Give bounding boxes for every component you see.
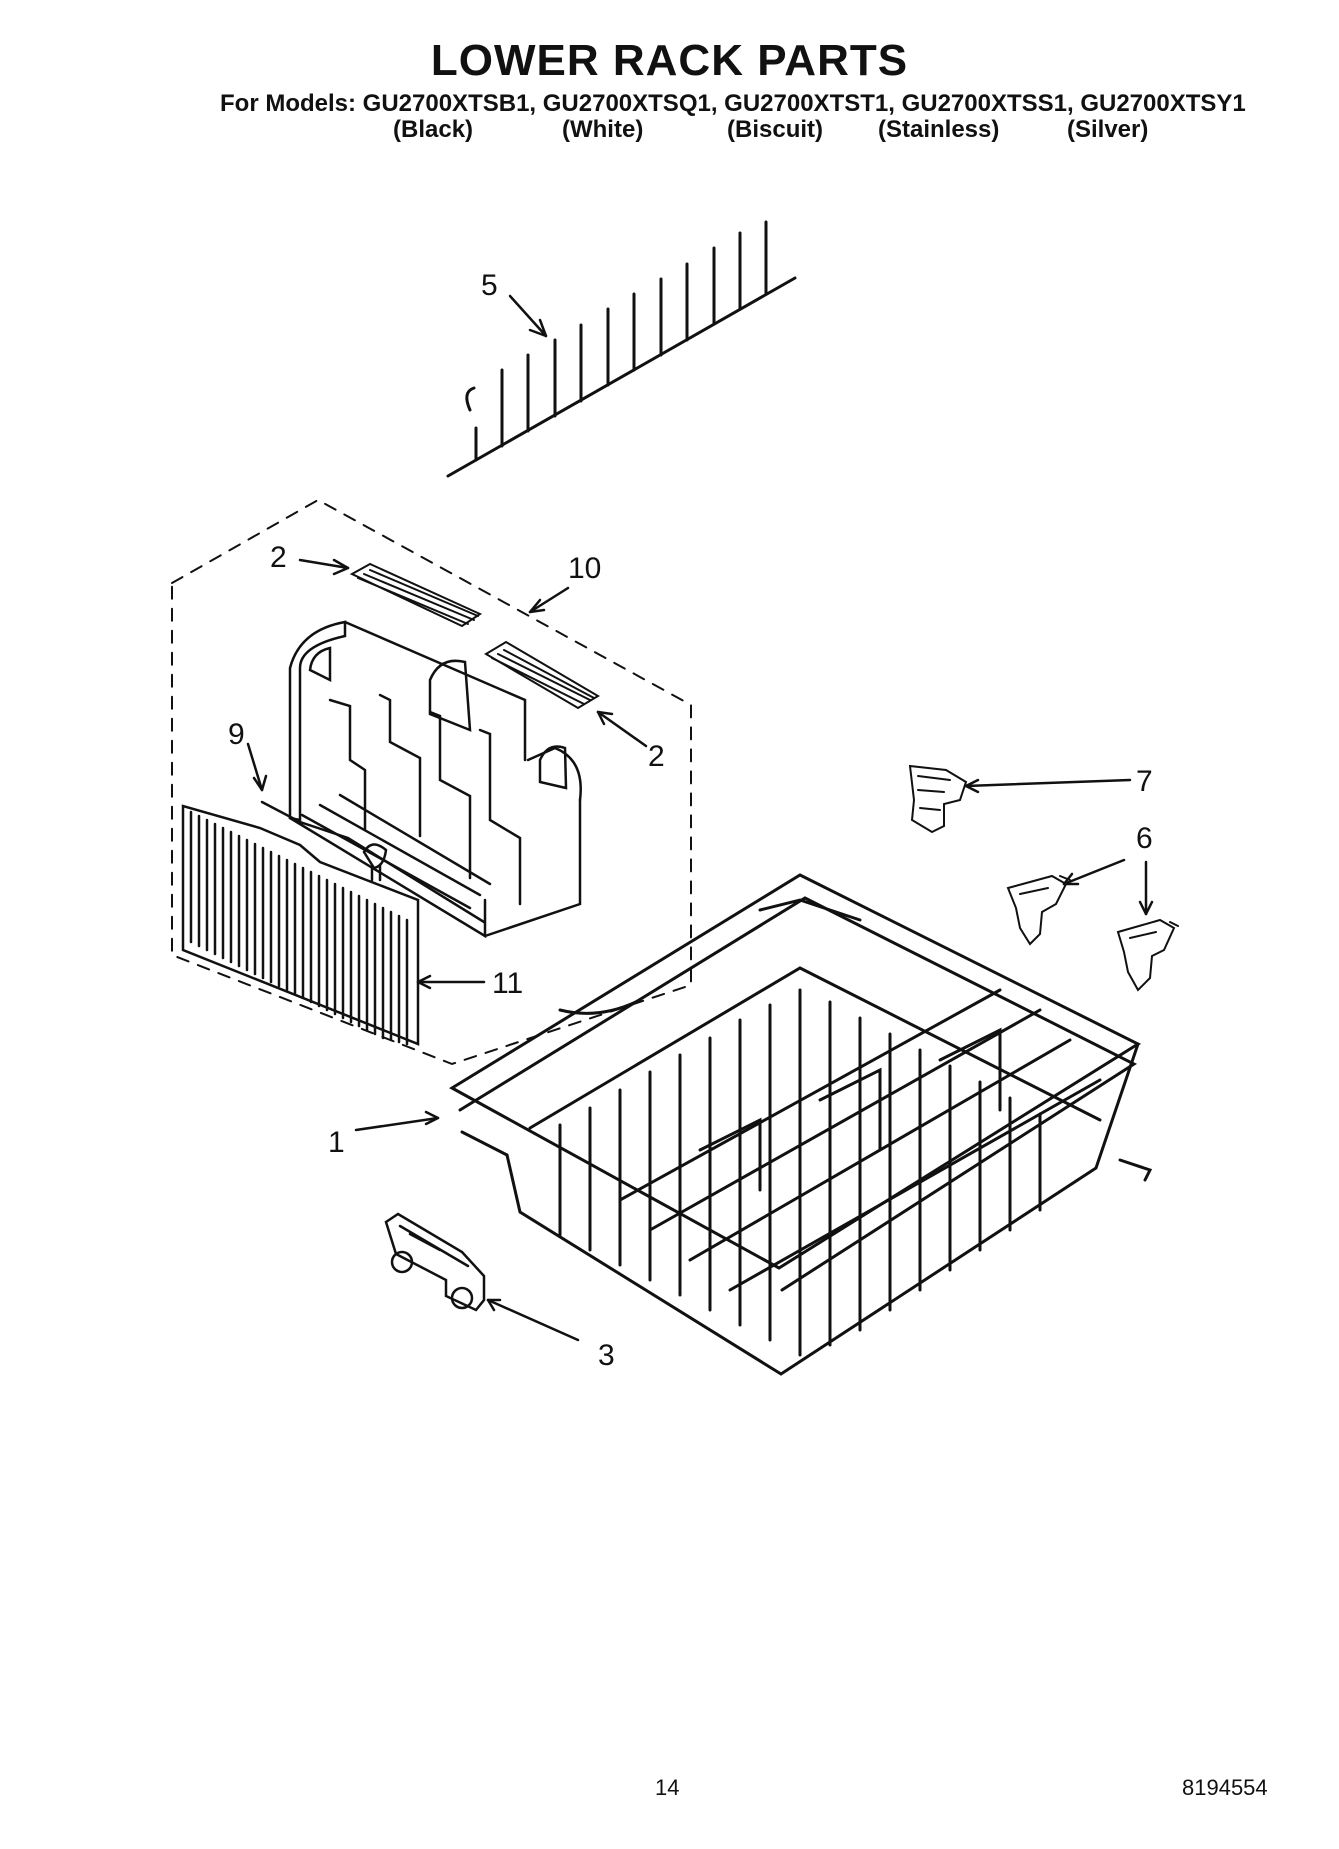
page-title: LOWER RACK PARTS: [430, 36, 909, 85]
callout-2-bottom: 2: [648, 740, 665, 773]
color-black: (Black): [393, 116, 474, 143]
callout-9: 9: [228, 718, 245, 751]
page-number: 14: [655, 1775, 680, 1800]
callout-2-top: 2: [270, 541, 287, 574]
color-white: (White): [562, 116, 644, 143]
part-2-basket-covers: [349, 562, 600, 710]
callout-3: 3: [598, 1339, 615, 1372]
part-7-stop-clip: [908, 764, 968, 834]
models-line: For Models: GU2700XTSB1, GU2700XTSQ1, GU…: [220, 90, 1246, 117]
color-silver: (Silver): [1067, 116, 1149, 143]
color-stainless: (Stainless): [878, 116, 1000, 143]
part-1-lower-rack: [449, 873, 1153, 1376]
callout-1: 1: [328, 1126, 345, 1159]
document-number: 8194554: [1182, 1775, 1268, 1800]
color-biscuit: (Biscuit): [727, 116, 823, 143]
leader-arrows: [246, 294, 1154, 1342]
callout-6: 6: [1136, 822, 1153, 855]
part-11-side-panel: [181, 804, 420, 1046]
part-3-rack-wheel: [384, 1212, 486, 1312]
part-10-silverware-basket: [288, 620, 582, 939]
basket-assembly-outline: [171, 498, 692, 1066]
callout-5: 5: [481, 269, 498, 302]
callout-10: 10: [568, 552, 601, 585]
callout-11: 11: [492, 967, 523, 1000]
part-5-tine-row: [446, 220, 797, 478]
callout-7: 7: [1136, 765, 1153, 798]
part-6-rack-stops: [1006, 874, 1179, 992]
part-9-handle-clip: [260, 800, 486, 924]
